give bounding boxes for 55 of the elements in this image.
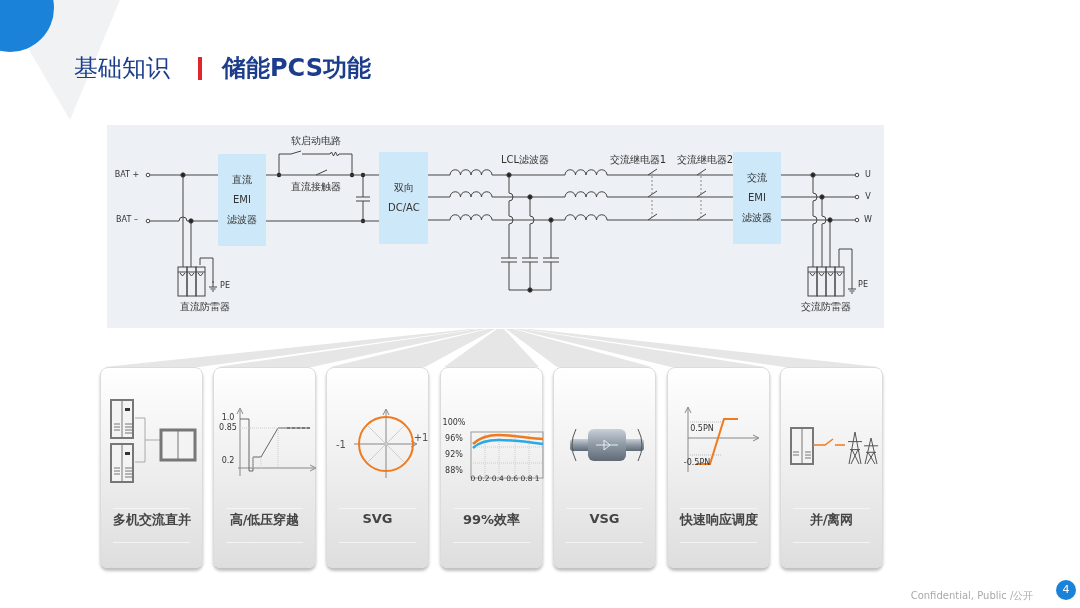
axis-tick-label: 0.5PN: [690, 425, 714, 433]
filter-block: [218, 154, 266, 246]
axis-tick-label: 100%: [442, 419, 466, 427]
component-label: 交流继电器2: [676, 155, 734, 165]
block-label: 交流 EMI 滤波器: [741, 171, 773, 225]
block-label: 直流 EMI 滤波器: [226, 173, 258, 227]
component-label: BAT –: [116, 216, 138, 224]
card-title: SVG: [361, 511, 394, 526]
phase-wire: [427, 169, 734, 176]
card-title: 快速响应调度: [678, 511, 759, 529]
dc-bus-wire: [265, 174, 380, 176]
axis-tick-label: 0.2: [221, 457, 235, 465]
card-title: 高/低压穿越: [228, 511, 301, 529]
axis-tick-label: 1.0: [221, 414, 235, 422]
feature-card: [440, 367, 543, 568]
component-label: PE: [220, 282, 230, 290]
component-label: 直流防雷器: [180, 302, 230, 312]
axis-tick-label: -0.5PN: [683, 459, 711, 467]
component-label: BAT +: [114, 171, 140, 179]
component-label: 软启动电路: [291, 136, 341, 146]
axis-tick-label: 88%: [445, 467, 463, 475]
axis-tick-label: 96%: [445, 435, 463, 443]
feature-card: [326, 367, 429, 568]
component-label: W: [864, 216, 872, 224]
axis-tick-label: 0.85: [219, 424, 237, 432]
filter-block: [379, 152, 428, 244]
component-label: PE: [858, 281, 868, 289]
component-label: V: [865, 193, 871, 201]
phase-wire: [427, 191, 734, 198]
component-label: U: [865, 171, 871, 179]
axis-tick-label: -1: [336, 440, 346, 450]
phase-wire: [427, 214, 734, 221]
axis-tick-label: 92%: [445, 451, 463, 459]
card-title: VSG: [588, 511, 621, 526]
feature-card: [213, 367, 316, 568]
feature-card: [100, 367, 203, 568]
section-heading: 基础知识: [74, 56, 170, 80]
slide-title: 储能PCS功能: [222, 53, 371, 84]
card-title: 并/离网: [808, 511, 855, 529]
component-label: 直流接触器: [291, 182, 341, 192]
component-label: LCL滤波器: [500, 155, 550, 165]
footer-note: Confidential, Public /公开: [910, 591, 1034, 601]
dc-bus-wire: [265, 220, 380, 222]
filter-block: [733, 152, 781, 244]
feature-card: [553, 367, 656, 568]
page-number-badge: 4: [1056, 580, 1076, 600]
card-title: 99%效率: [461, 511, 522, 529]
component-label: 交流防雷器: [801, 302, 851, 312]
circuit-panel: [107, 125, 884, 328]
feature-card: [667, 367, 770, 568]
feature-card: [780, 367, 883, 568]
block-label: 双向 DC/AC: [388, 181, 419, 215]
component-label: 交流继电器1: [609, 155, 667, 165]
axis-tick-label: +1: [413, 433, 429, 443]
card-title: 多机交流直并: [111, 511, 192, 529]
